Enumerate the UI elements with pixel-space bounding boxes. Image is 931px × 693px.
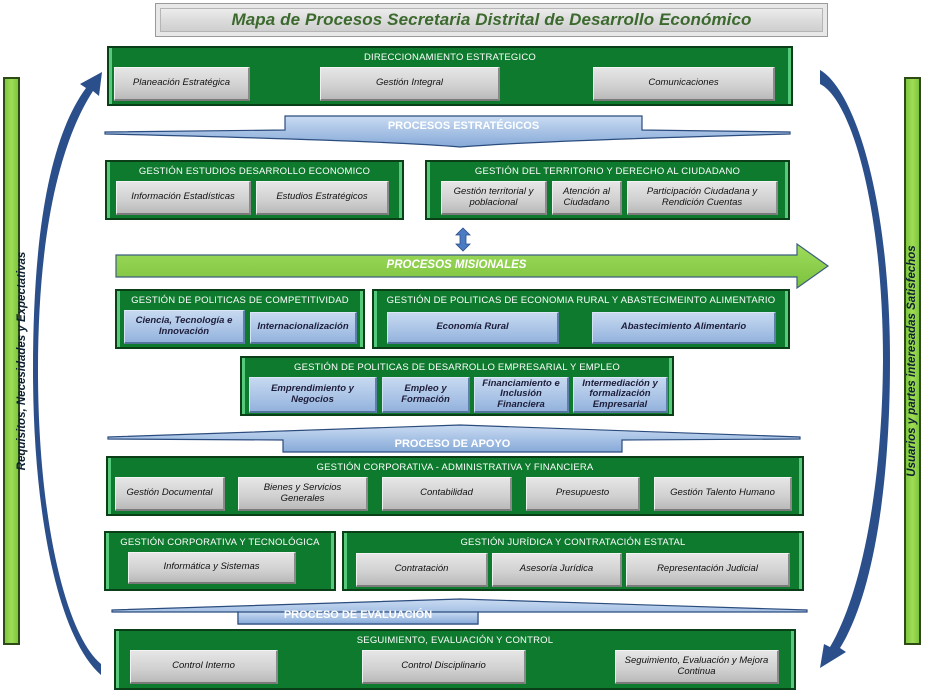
group-territorio-title: GESTIÓN DEL TERRITORIO Y DERECHO AL CIUD…: [474, 166, 741, 177]
left-curved-arrow-icon: [33, 72, 102, 675]
process-informacion-estadisticas[interactable]: Información Estadísticas: [116, 181, 251, 215]
process-internacionalizacion[interactable]: Internacionalización: [250, 312, 357, 344]
process-control-interno[interactable]: Control Interno: [130, 650, 278, 684]
group-direccionamiento: DIRECCIONAMIENTO ESTRATEGICO Planeación …: [107, 46, 793, 106]
group-corporativa-admin: GESTIÓN CORPORATIVA - ADMINISTRATIVA Y F…: [106, 456, 804, 516]
band-evaluacion-label: PROCESO DE EVALUACIÓN: [283, 609, 433, 621]
process-comunicaciones[interactable]: Comunicaciones: [593, 67, 775, 101]
sidebar-usuarios-label: Usuarios y partes interesadas Satisfecho…: [906, 245, 918, 477]
process-participacion-ciudadana[interactable]: Participación Ciudadana y Rendición Cuen…: [627, 181, 778, 215]
process-presupuesto[interactable]: Presupuesto: [526, 477, 640, 511]
sidebar-requisitos: [3, 77, 20, 645]
process-asesoria-juridica[interactable]: Asesoría Jurídica: [492, 553, 622, 587]
page-title: Mapa de Procesos Secretaria Distrital de…: [231, 10, 752, 29]
process-gestion-integral[interactable]: Gestión Integral: [320, 67, 500, 101]
group-corporativa-tec: GESTIÓN CORPORATIVA Y TECNOLÓGICA Inform…: [104, 531, 336, 591]
group-estudios-title: GESTIÓN ESTUDIOS DESARROLLO ECONOMICO: [138, 166, 371, 177]
band-estrategicos-label: PROCESOS ESTRATÉGICOS: [387, 120, 540, 132]
group-seguimiento: SEGUIMIENTO, EVALUACIÓN Y CONTROL Contro…: [114, 629, 796, 690]
group-rural-title: GESTIÓN DE POLITICAS DE ECONOMIA RURAL Y…: [386, 295, 776, 306]
group-direccionamiento-title: DIRECCIONAMIENTO ESTRATEGICO: [363, 52, 537, 63]
process-economia-rural[interactable]: Economía Rural: [387, 312, 559, 344]
process-atencion-ciudadano[interactable]: Atención al Ciudadano: [552, 181, 622, 215]
group-juridica-title: GESTIÓN JURÍDICA Y CONTRATACIÓN ESTATAL: [460, 537, 686, 548]
process-intermediacion-formalizacion[interactable]: Intermediación y formalización Empresari…: [573, 377, 668, 413]
process-seguimiento-mejora[interactable]: Seguimiento, Evaluación y Mejora Continu…: [615, 650, 779, 684]
process-control-disciplinario[interactable]: Control Disciplinario: [362, 650, 526, 684]
process-planeacion-estrategica[interactable]: Planeación Estratégica: [114, 67, 250, 101]
process-gestion-territorial[interactable]: Gestión territorial y poblacional: [441, 181, 547, 215]
band-misionales-label: PROCESOS MISIONALES: [386, 259, 527, 271]
process-representacion-judicial[interactable]: Representación Judicial: [626, 553, 790, 587]
process-contratacion[interactable]: Contratación: [356, 553, 488, 587]
process-financiamiento-inclusion[interactable]: Financiamiento e Inclusión Financiera: [474, 377, 569, 413]
band-apoyo-label: PROCESO DE APOYO: [394, 438, 511, 450]
process-empleo-formacion[interactable]: Empleo y Formación: [382, 377, 470, 413]
band-evaluacion-tab: [237, 611, 479, 625]
page-title-box: Mapa de Procesos Secretaria Distrital de…: [155, 3, 828, 37]
group-competitividad-title: GESTIÓN DE POLITICAS DE COMPETITIVIDAD: [131, 295, 349, 306]
process-gestion-documental[interactable]: Gestión Documental: [115, 477, 225, 511]
process-estudios-estrategicos[interactable]: Estudios Estratégicos: [256, 181, 389, 215]
group-empresarial-title: GESTIÓN DE POLITICAS DE DESARROLLO EMPRE…: [294, 362, 620, 373]
process-informatica-sistemas[interactable]: Informática y Sistemas: [128, 552, 296, 584]
group-rural: GESTIÓN DE POLITICAS DE ECONOMIA RURAL Y…: [372, 289, 790, 349]
group-estudios: GESTIÓN ESTUDIOS DESARROLLO ECONOMICO In…: [105, 160, 404, 220]
process-abastecimiento-alimentario[interactable]: Abastecimiento Alimentario: [592, 312, 776, 344]
sidebar-requisitos-label: Requisitos, Necesidades y Expectativas: [16, 251, 28, 471]
band-misionales-shape: [115, 242, 830, 290]
group-competitividad: GESTIÓN DE POLITICAS DE COMPETITIVIDAD C…: [115, 289, 365, 349]
group-territorio: GESTIÓN DEL TERRITORIO Y DERECHO AL CIUD…: [425, 160, 790, 220]
band-estrategicos-shape: [104, 115, 791, 148]
group-juridica: GESTIÓN JURÍDICA Y CONTRATACIÓN ESTATAL …: [342, 531, 804, 591]
group-corporativa-tec-title: GESTIÓN CORPORATIVA Y TECNOLÓGICA: [120, 537, 320, 548]
process-contabilidad[interactable]: Contabilidad: [382, 477, 512, 511]
group-seguimiento-title: SEGUIMIENTO, EVALUACIÓN Y CONTROL: [356, 635, 554, 646]
process-emprendimiento-negocios[interactable]: Emprendimiento y Negocios: [249, 377, 377, 413]
process-ciencia-tecnologia[interactable]: Ciencia, Tecnología e Innovación: [124, 310, 245, 344]
double-arrow-icon: [455, 227, 471, 252]
group-corporativa-admin-title: GESTIÓN CORPORATIVA - ADMINISTRATIVA Y F…: [316, 462, 594, 473]
right-curved-arrow-icon: [820, 70, 890, 668]
group-empresarial: GESTIÓN DE POLITICAS DE DESARROLLO EMPRE…: [240, 356, 674, 416]
process-bienes-servicios[interactable]: Bienes y Servicios Generales: [238, 477, 368, 511]
sidebar-usuarios: [904, 77, 921, 645]
process-gestion-talento-humano[interactable]: Gestión Talento Humano: [654, 477, 792, 511]
